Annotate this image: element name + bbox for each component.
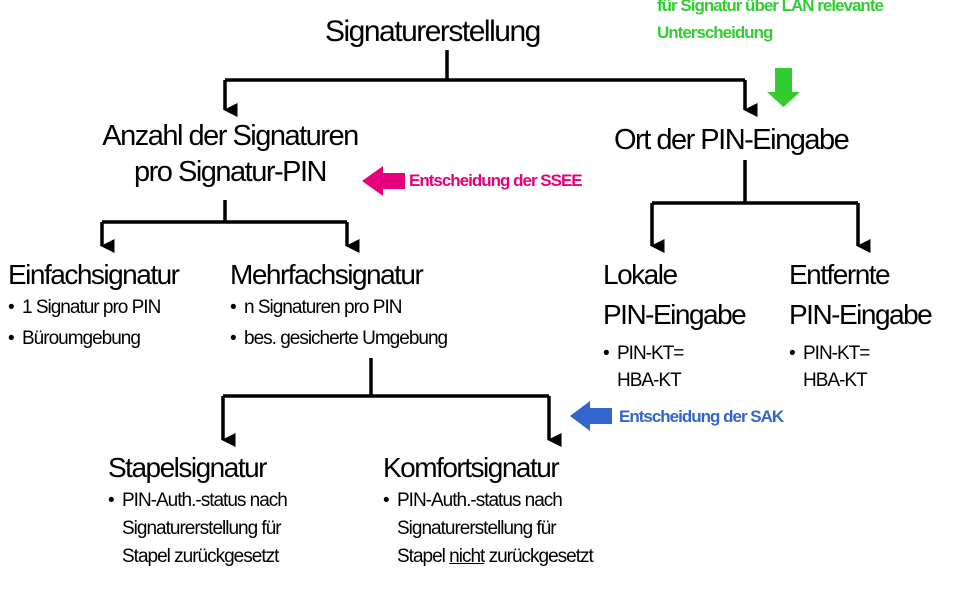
entfernt-label-line2: PIN-Eingabe [789,299,933,330]
mehrfach-connector [221,358,562,447]
lan-note-line1: für Signatur über LAN relevante [657,0,884,15]
lokal-label-line2: PIN-Eingabe [603,299,747,330]
mehrfach-bullet-2: •bes. gesicherte Umgebung [230,328,448,349]
entfernt-bullets: •PIN-KT= HBA-KT [789,342,870,392]
entfernt-label-line1: Entfernte [789,259,891,290]
lan-arrow-icon [767,68,800,107]
root-connector [223,50,758,117]
komfort-label: Komfortsignatur [383,452,560,483]
lokal-label: Lokale PIN-Eingabe [603,255,747,335]
entfernt-bullet-line2: HBA-KT [803,370,868,391]
komfort-bullets: •PIN-Auth.-status nach Signaturerstellun… [383,489,594,568]
stapel-line-1: •PIN-Auth.-status nach [108,490,288,511]
lokal-label-line1: Lokale [603,259,678,290]
entfernt-bullet-line1: •PIN-KT= [789,343,870,364]
stapel-line-2: Signaturerstellung für [122,518,282,539]
lan-note: für Signatur über LAN relevante Untersch… [657,0,884,43]
mehrfach-bullets: •n Signaturen pro PIN •bes. gesicherte U… [230,296,448,350]
lan-note-line2: Unterscheidung [657,23,773,42]
stapel-bullets: •PIN-Auth.-status nach Signaturerstellun… [108,489,288,568]
lokal-bullets: •PIN-KT= HBA-KT [603,342,684,392]
mehrfach-label: Mehrfachsignatur [230,259,424,290]
stapel-line-3: Stapel zurückgesetzt [122,546,279,567]
ssee-note: Entscheidung der SSEE [409,171,583,190]
stapel-label: Stapelsignatur [108,452,268,483]
komfort-line-1: •PIN-Auth.-status nach [383,490,563,511]
einfach-bullet-1: •1 Signatur pro PIN [8,297,161,318]
komfort-line-2: Signaturerstellung für [397,518,557,539]
right-branch-connector [650,160,871,253]
komfort-line-3: Stapel nicht zurückgesetzt [397,546,594,567]
right-branch-label: Ort der PIN-Eingabe [614,124,850,156]
einfach-bullets: •1 Signatur pro PIN •Büroumgebung [8,296,161,350]
ssee-arrow-icon [362,166,405,196]
sak-note: Entscheidung der SAK [619,407,784,426]
komfort-emph: nicht [449,546,485,567]
entfernt-label: Entfernte PIN-Eingabe [789,255,933,335]
einfach-label: Einfachsignatur [8,259,180,290]
lokal-bullet-line1: •PIN-KT= [603,343,684,364]
sak-arrow-icon [570,401,612,431]
root-title: Signaturerstellung [325,15,541,48]
left-branch-label: Anzahl der Signaturen pro Signatur-PIN [80,118,380,190]
lokal-bullet-line2: HBA-KT [617,370,682,391]
mehrfach-bullet-1: •n Signaturen pro PIN [230,297,402,318]
left-branch-label-line2: pro Signatur-PIN [134,156,328,188]
left-branch-connector [100,200,360,253]
left-branch-label-line1: Anzahl der Signaturen [102,120,359,152]
einfach-bullet-2: •Büroumgebung [8,328,141,349]
